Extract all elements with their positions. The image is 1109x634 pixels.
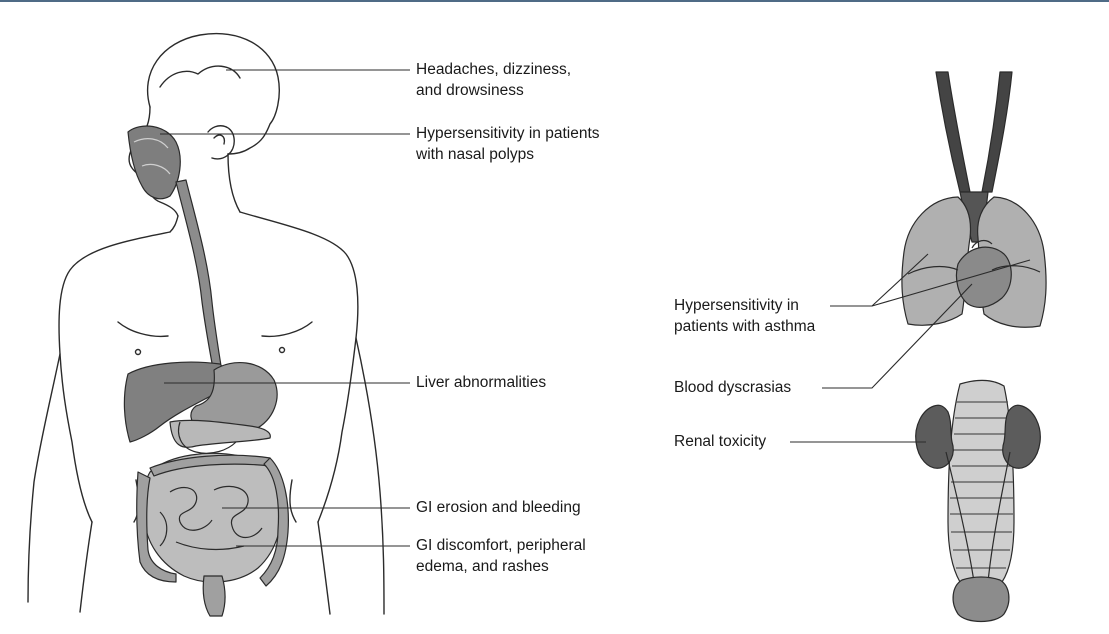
digestive-system — [123, 125, 289, 617]
label-headache-line2: and drowsiness — [416, 82, 524, 99]
label-nasal-line2: with nasal polyps — [416, 146, 535, 163]
label-nasal-line1: Hypersensitivity in patients — [416, 125, 600, 142]
label-nasal-polyps: Hypersensitivity in patients with nasal … — [416, 123, 600, 165]
label-asthma-line2: patients with asthma — [674, 318, 816, 335]
label-liver-line1: Liver abnormalities — [416, 374, 547, 391]
lungs-and-heart — [901, 71, 1047, 328]
label-gi-erosion-line1: GI erosion and bleeding — [416, 499, 581, 516]
label-gi-discomfort-line1: GI discomfort, peripheral — [416, 537, 586, 554]
label-gi-discomfort-line2: edema, and rashes — [416, 558, 549, 575]
label-blood-dyscrasias: Blood dyscrasias — [674, 377, 791, 398]
label-renal-toxicity: Renal toxicity — [674, 431, 766, 452]
label-renal-line1: Renal toxicity — [674, 433, 767, 450]
label-gi-erosion: GI erosion and bleeding — [416, 497, 581, 518]
label-gi-discomfort: GI discomfort, peripheral edema, and ras… — [416, 535, 586, 577]
label-liver: Liver abnormalities — [416, 372, 546, 393]
label-headache-line1: Headaches, dizziness, — [416, 61, 572, 78]
leader-asthma-right — [871, 259, 1031, 307]
label-asthma: Hypersensitivity in patients with asthma — [674, 295, 815, 337]
label-asthma-line1: Hypersensitivity in — [674, 297, 799, 314]
leader-lines — [160, 69, 1031, 547]
label-blood-line1: Blood dyscrasias — [674, 379, 792, 396]
leader-blood — [822, 283, 973, 389]
kidneys-spine-bladder — [915, 379, 1041, 623]
label-headache: Headaches, dizziness, and drowsiness — [416, 59, 571, 101]
